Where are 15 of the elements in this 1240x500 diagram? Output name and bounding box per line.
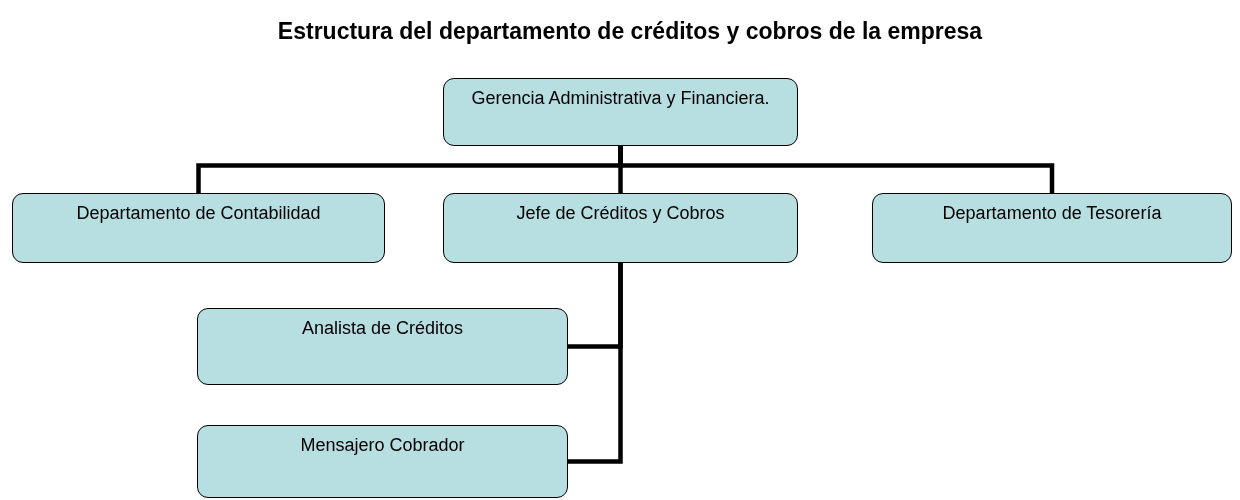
org-box [443,78,798,146]
node-label: Departamento de Tesorería [942,203,1162,223]
org-box [443,193,798,263]
org-box [197,425,568,498]
connector-line [568,263,623,464]
node-label: Gerencia Administrativa y Financiera. [471,88,770,108]
org-box [197,308,568,385]
diagram-title: Estructura del departamento de créditos y cobros de la empresa [276,18,984,45]
node-label: Analista de Créditos [301,318,464,338]
node-label: Jefe de Créditos y Cobros [516,203,725,223]
node-label: Departamento de Contabilidad [76,203,321,223]
node-label: Mensajero Cobrador [300,435,465,455]
org-box [12,193,385,263]
connector-line [618,146,1055,193]
org-box [872,193,1232,263]
